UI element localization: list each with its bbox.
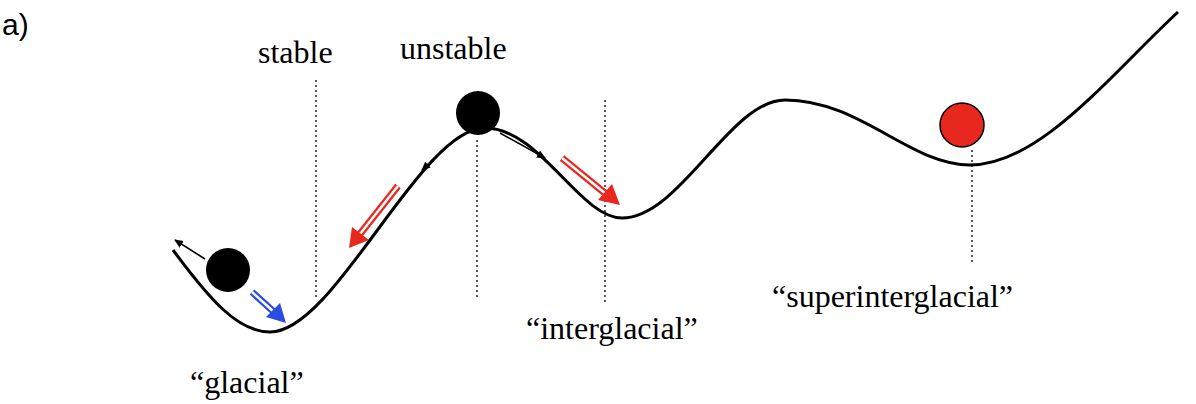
state-label: “interglacial” [526,310,698,347]
panel-letter: a) [2,8,29,43]
state-label: “superinterglacial” [772,278,1013,315]
state-label: stable [258,34,333,71]
state-label: “glacial” [190,364,304,401]
state-label: unstable [400,30,507,67]
